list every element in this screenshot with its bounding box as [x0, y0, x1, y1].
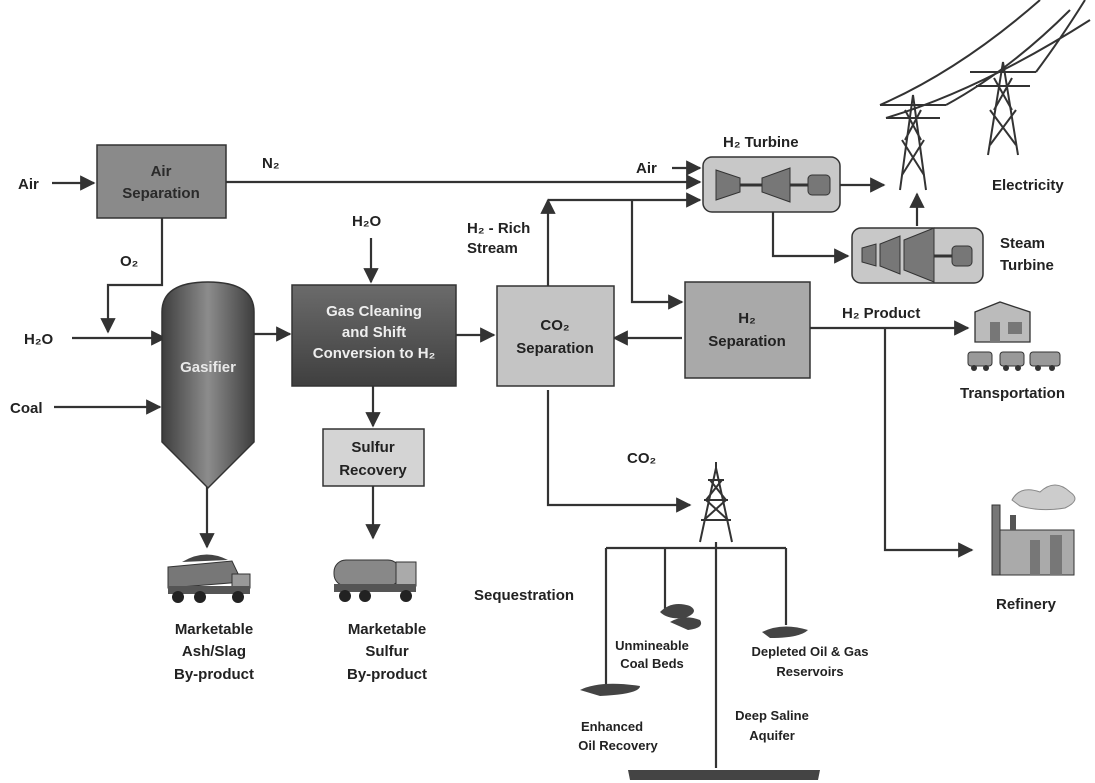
refinery-label: Refinery: [996, 596, 1057, 613]
sulfur-tanker-icon: [333, 559, 417, 602]
unmineable-label-1: Unmineable: [615, 638, 689, 653]
h2-rich-label-2: Stream: [467, 240, 518, 257]
h2o-top-label: H₂O: [352, 213, 381, 230]
unmineable-label-2: Coal Beds: [620, 656, 684, 671]
co2-separation-label-2: Separation: [516, 340, 594, 357]
gas-cleaning-label-3: Conversion to H₂: [313, 345, 436, 362]
gas-cleaning-label-2: and Shift: [342, 324, 406, 341]
h2-rich-label-1: H₂ - Rich: [467, 220, 530, 237]
sequestration-pipes: [604, 542, 788, 768]
air-turbine-label: Air: [636, 160, 657, 177]
to-steam-turbine-arrow: [771, 212, 850, 264]
depleted-label-2: Reservoirs: [776, 664, 843, 679]
electricity-towers-icon: [879, 0, 1091, 191]
sulfur-recovery-label-1: Sulfur: [351, 439, 394, 456]
to-h2-sep-arrow: [630, 200, 684, 310]
air-separation-box: Air Separation: [96, 144, 227, 219]
o2-arrow: [100, 218, 164, 334]
h2-separation-label-2: Separation: [708, 333, 786, 350]
h2-product-label: H₂ Product: [842, 305, 920, 322]
gas-cleaning-label-1: Gas Cleaning: [326, 303, 422, 320]
oil-derrick-icon: [699, 462, 733, 543]
steam-turbine-label-2: Turbine: [1000, 257, 1054, 274]
h2-separation-box: H₂ Separation: [684, 281, 811, 379]
sulfur-recovery-box: Sulfur Recovery: [322, 428, 425, 487]
n2-label: N₂: [262, 155, 280, 172]
saline-label-1: Deep Saline: [735, 708, 809, 723]
co2-separation-box: CO₂ Separation: [496, 285, 615, 387]
h2-turbine: [702, 156, 841, 213]
steam-turbine: [851, 227, 984, 284]
gasifier-label: Gasifier: [180, 359, 236, 376]
h2-turbine-label: H₂ Turbine: [723, 134, 799, 151]
sequestration-label: Sequestration: [474, 587, 574, 604]
ash-label-1: Marketable: [175, 621, 253, 638]
sulfur-out-label-3: By-product: [347, 666, 427, 683]
ash-label-3: By-product: [174, 666, 254, 683]
sulfur-recovery-label-2: Recovery: [339, 462, 407, 479]
to-refinery-arrow: [883, 328, 974, 558]
sulfur-out-label-1: Marketable: [348, 621, 426, 638]
h2o-input-label: H₂O: [24, 331, 53, 348]
gasifier-vessel: Gasifier: [161, 281, 255, 490]
ash-label-2: Ash/Slag: [182, 643, 246, 660]
saline-label-2: Aquifer: [749, 728, 795, 743]
transportation-label: Transportation: [960, 385, 1065, 402]
h2-separation-label-1: H₂: [738, 310, 756, 327]
steam-turbine-label-1: Steam: [1000, 235, 1045, 252]
gas-cleaning-box: Gas Cleaning and Shift Conversion to H₂: [291, 284, 457, 387]
air-separation-label-1: Air: [151, 163, 172, 180]
gas-station-icon: [967, 301, 1061, 371]
coal-input-label: Coal: [10, 400, 43, 417]
electricity-label: Electricity: [992, 177, 1064, 194]
sulfur-out-label-2: Sulfur: [365, 643, 408, 660]
depleted-label-1: Depleted Oil & Gas: [751, 644, 868, 659]
air-separation-label-2: Separation: [122, 185, 200, 202]
co2-separation-label-1: CO₂: [540, 317, 569, 334]
geology-layers: [580, 604, 820, 780]
o2-label: O₂: [120, 253, 138, 270]
enhanced-label-1: Enhanced: [581, 719, 643, 734]
refinery-icon: [991, 484, 1076, 576]
ash-truck-icon: [167, 554, 251, 603]
flow-lines: [52, 160, 974, 558]
co2-label: CO₂: [627, 450, 656, 467]
air-input-label: Air: [18, 176, 39, 193]
co2-down-arrow: [546, 390, 692, 513]
enhanced-label-2: Oil Recovery: [578, 738, 658, 753]
